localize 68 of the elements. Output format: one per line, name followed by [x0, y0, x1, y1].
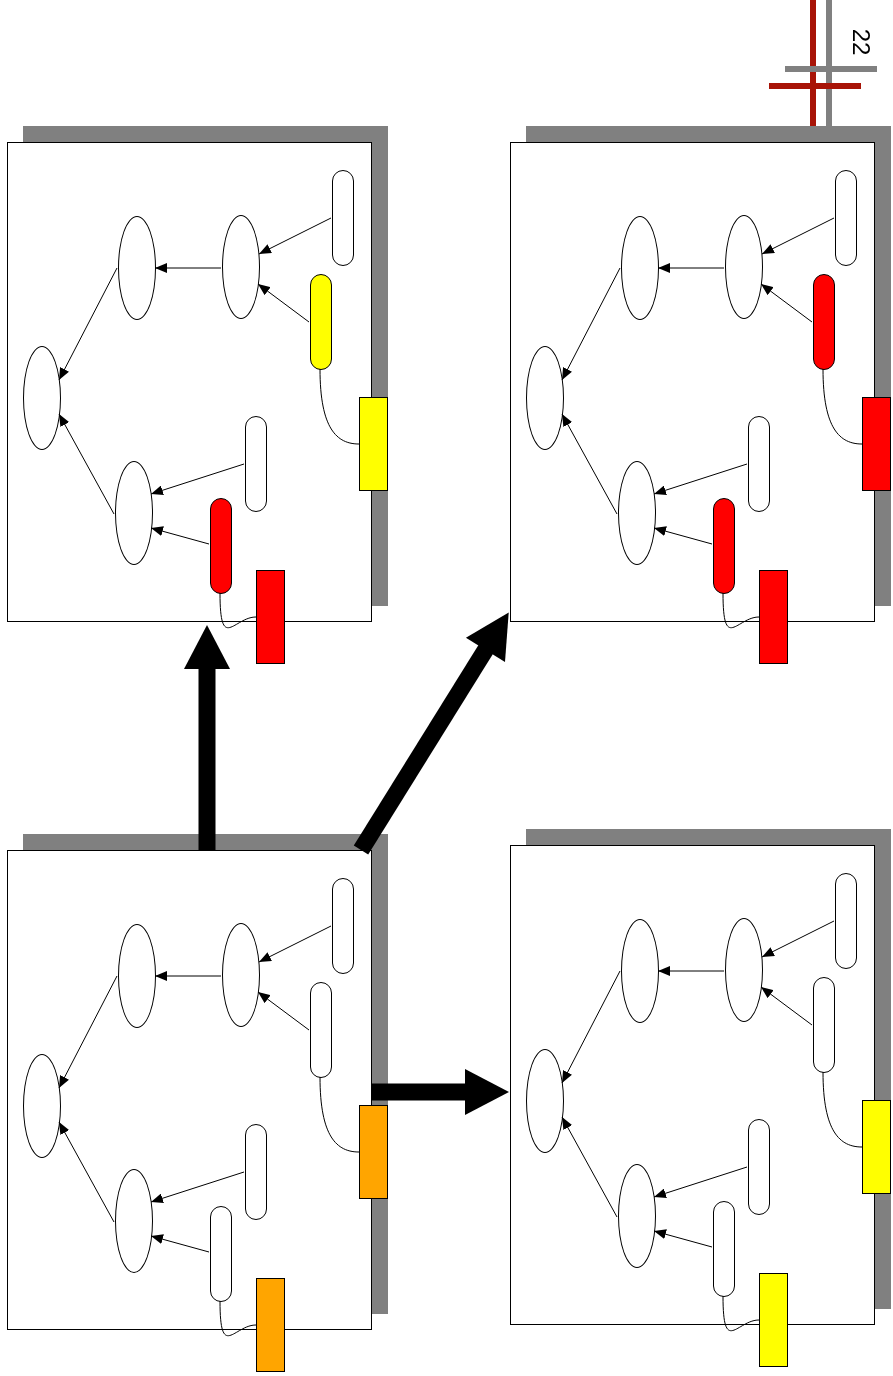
capsule-node: [748, 1119, 770, 1215]
arrow: [150, 526, 210, 545]
colored-bar: [256, 1278, 285, 1372]
block-arrow: [372, 1069, 509, 1115]
colored-bar: [862, 397, 891, 491]
colored-bar: [256, 570, 285, 664]
diagram-panel: [510, 142, 875, 622]
capsule-node: [310, 982, 332, 1078]
colored-bar: [862, 1100, 891, 1194]
arrow: [760, 986, 813, 1026]
capsule-node: [713, 1201, 735, 1297]
arrow: [150, 1234, 210, 1253]
arrow: [653, 526, 713, 545]
colored-bar: [759, 1273, 788, 1367]
capsule-node: [835, 170, 857, 266]
arrow: [760, 283, 813, 323]
block-arrow: [184, 625, 230, 850]
connector-line: [822, 1071, 863, 1148]
arrow: [561, 970, 621, 1084]
arrow: [561, 267, 621, 381]
diagram-panel: [510, 845, 875, 1325]
diagram-panel: [7, 142, 372, 622]
arrow: [154, 263, 222, 273]
capsule-node: [813, 274, 835, 370]
arrow: [653, 1229, 713, 1248]
connector-line: [219, 592, 257, 629]
capsule-node: [210, 1206, 232, 1302]
arrow: [258, 925, 332, 963]
arrow: [257, 991, 310, 1031]
arrow: [58, 975, 118, 1089]
connector-line: [722, 592, 760, 629]
arrow: [258, 217, 332, 255]
arrow: [657, 966, 725, 976]
connector-line: [319, 368, 360, 445]
arrow: [257, 283, 310, 323]
capsule-node: [310, 274, 332, 370]
colored-bar: [359, 1105, 388, 1199]
arrow: [761, 920, 835, 958]
arrow: [150, 1171, 245, 1204]
arrow: [653, 463, 748, 496]
page-number: 22: [849, 28, 874, 56]
arrow: [561, 413, 618, 515]
arrow: [761, 217, 835, 255]
capsule-node: [713, 498, 735, 594]
arrow: [58, 413, 115, 515]
connector-line: [722, 1295, 760, 1332]
capsule-node: [332, 170, 354, 266]
arrow: [657, 263, 725, 273]
connector-line: [319, 1076, 360, 1153]
arrow: [154, 971, 222, 981]
connector-line: [822, 368, 863, 445]
colored-bar: [359, 397, 388, 491]
capsule-node: [332, 878, 354, 974]
capsule-node: [210, 498, 232, 594]
arrow: [58, 1121, 115, 1223]
arrow: [561, 1116, 618, 1218]
capsule-node: [245, 416, 267, 512]
capsule-node: [748, 416, 770, 512]
arrow: [150, 463, 245, 496]
connector-line: [219, 1300, 257, 1337]
arrow: [653, 1166, 748, 1199]
block-arrow: [353, 612, 509, 855]
colored-bar: [759, 570, 788, 664]
arrow: [58, 267, 118, 381]
capsule-node: [813, 977, 835, 1073]
diagram-panel: [7, 850, 372, 1330]
capsule-node: [835, 873, 857, 969]
capsule-node: [245, 1124, 267, 1220]
